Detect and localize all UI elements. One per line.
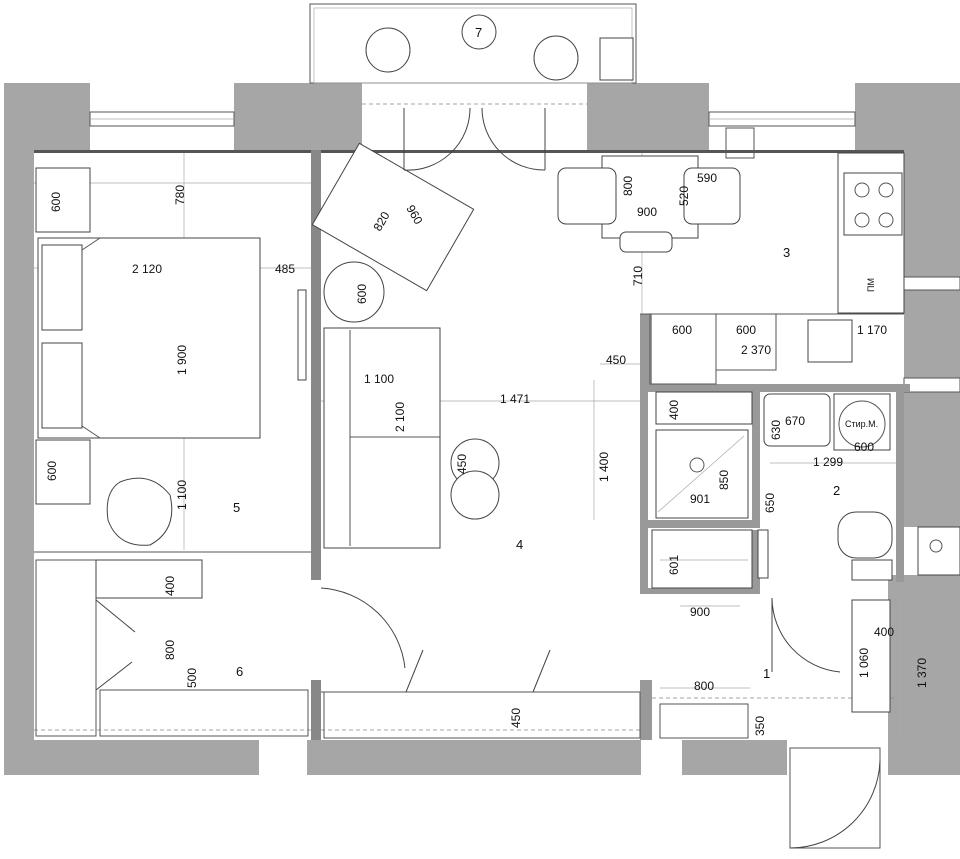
room-label-6: 6 [236, 664, 243, 679]
dim-text: 900 [690, 605, 710, 619]
dimension-texts: 600 780 2 120 485 1 900 600 1 100 400 80… [45, 171, 929, 736]
dim-text: 485 [275, 262, 295, 276]
dim-text: 1 299 [813, 455, 843, 469]
dim-text: 670 [785, 414, 805, 428]
dim-text: 400 [874, 625, 894, 639]
dim-text: 1 100 [364, 372, 394, 386]
dim-text: 780 [173, 185, 187, 205]
dim-text: 600 [355, 284, 369, 304]
dim-text: 800 [163, 640, 177, 660]
dim-text: 2 100 [393, 402, 407, 432]
dim-text: 590 [697, 171, 717, 185]
dim-text: 800 [621, 176, 635, 196]
dim-text: 901 [690, 492, 710, 506]
dim-text: 1 170 [857, 323, 887, 337]
dim-text: 520 [677, 186, 691, 206]
dim-text: 630 [769, 420, 783, 440]
room-label-2: 2 [833, 483, 840, 498]
dim-text: 450 [606, 353, 626, 367]
room-label-7: 7 [475, 25, 482, 40]
room-label-5: 5 [233, 500, 240, 515]
room-label-4: 4 [516, 537, 523, 552]
interior-walls [34, 150, 910, 740]
dim-text: 600 [45, 461, 59, 481]
dim-text: 800 [694, 679, 714, 693]
dim-text: 600 [672, 323, 692, 337]
dim-text: 450 [455, 454, 469, 474]
dim-text: 350 [753, 716, 767, 736]
dim-text: 600 [736, 323, 756, 337]
living-furniture [311, 142, 641, 739]
dim-text: 900 [637, 205, 657, 219]
dim-text: 600 [49, 192, 63, 212]
hall-furniture [659, 526, 960, 739]
bedroom-furniture [35, 167, 307, 546]
fridge-label: ПМ [866, 278, 876, 292]
washer-label: Стир.М. [845, 419, 878, 429]
closet-furniture [35, 559, 309, 737]
room-numbers: 1 2 3 4 5 6 7 [233, 25, 840, 681]
dim-text: 450 [509, 708, 523, 728]
kitchen-furniture [557, 127, 905, 385]
dim-text: 400 [667, 400, 681, 420]
dim-text: 2 370 [741, 343, 771, 357]
dim-text: 650 [763, 493, 777, 513]
dim-text: 710 [631, 266, 645, 286]
room-label-3: 3 [783, 245, 790, 260]
dim-text: 1 400 [597, 452, 611, 482]
dim-text: 1 060 [857, 648, 871, 678]
dim-text: 600 [854, 440, 874, 454]
dim-text: 500 [185, 668, 199, 688]
room-label-1: 1 [763, 666, 770, 681]
bathroom-fixtures [655, 391, 893, 581]
wc-fixtures [651, 529, 753, 589]
dim-text: 1 370 [915, 658, 929, 688]
doors [320, 107, 881, 849]
balcony [309, 3, 637, 84]
dim-text: 1 100 [175, 480, 189, 510]
dim-text: 400 [163, 576, 177, 596]
dim-text: 850 [717, 470, 731, 490]
dim-text: 1 900 [175, 345, 189, 375]
dim-text: 1 471 [500, 392, 530, 406]
dim-text: 2 120 [132, 262, 162, 276]
dim-text: 601 [667, 555, 681, 575]
